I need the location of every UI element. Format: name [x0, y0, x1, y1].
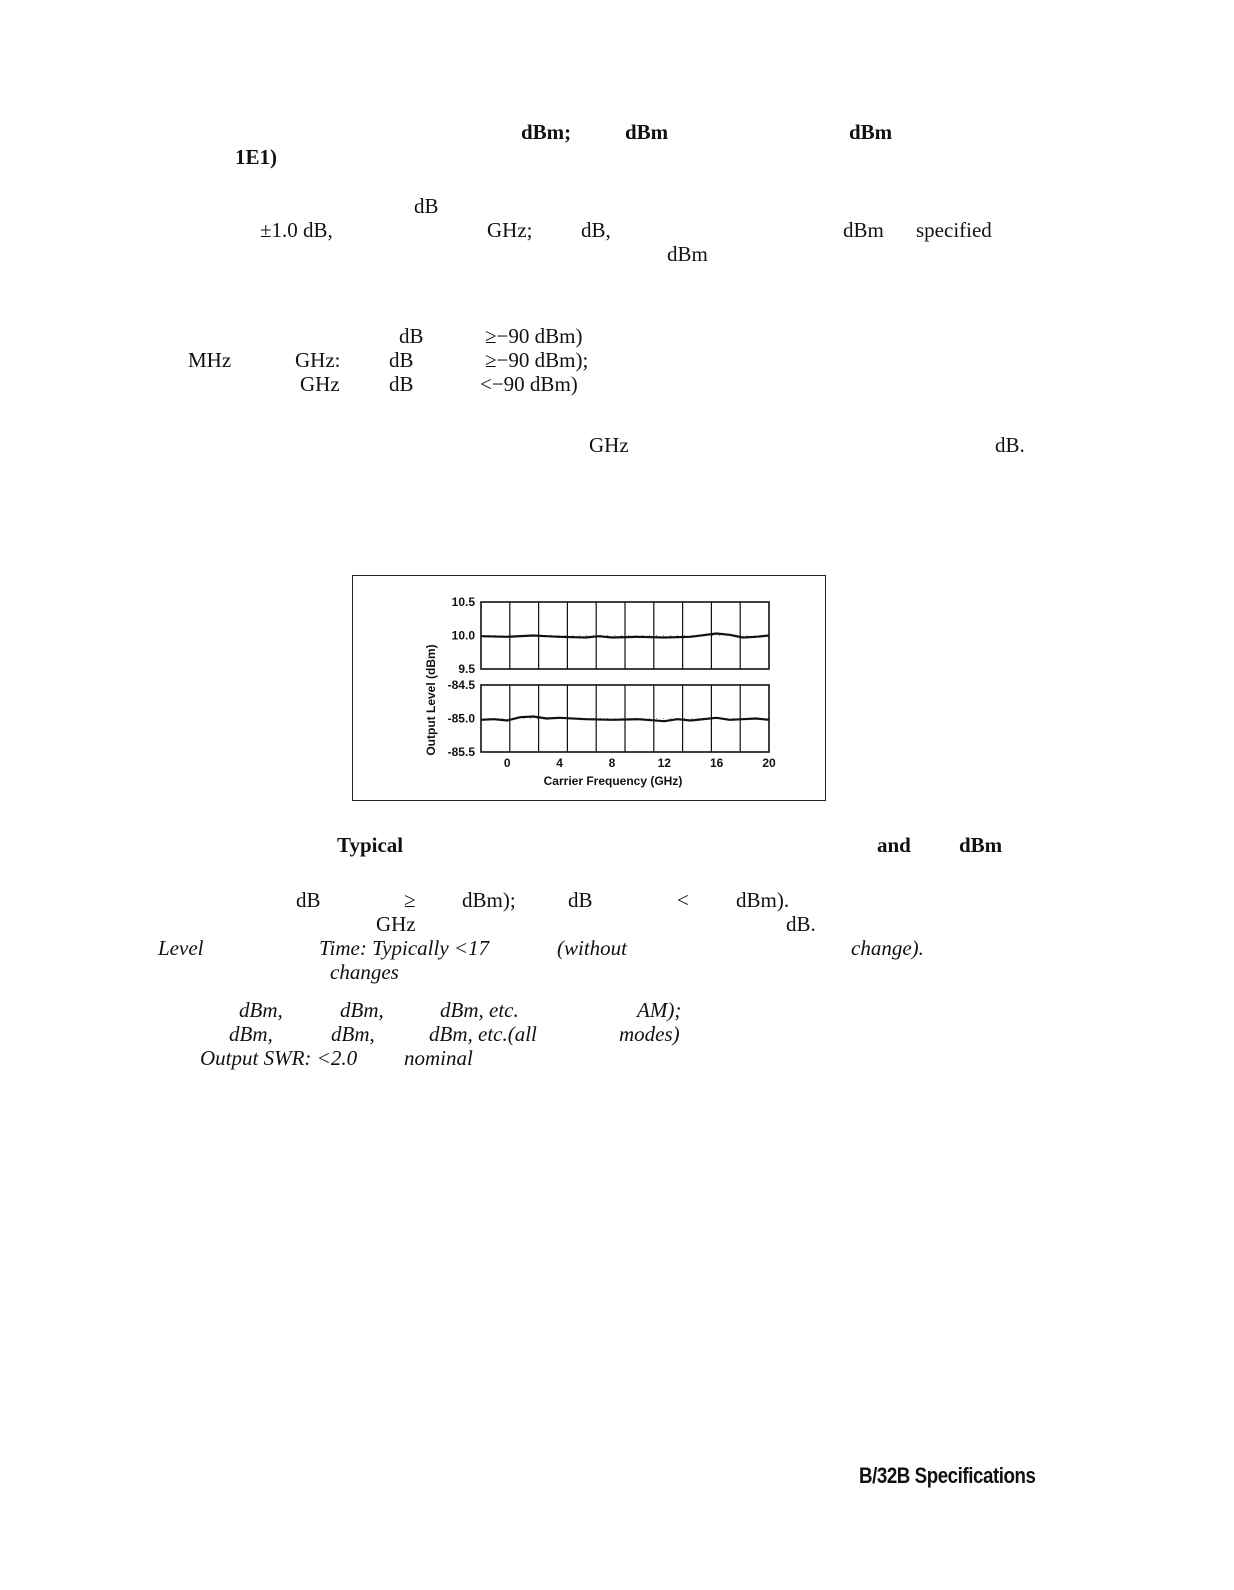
x-tick-label: 0 [504, 756, 511, 770]
text-fragment: dB [389, 372, 414, 396]
text-fragment: dB [414, 194, 439, 218]
text-fragment: modes) [619, 1022, 680, 1046]
x-tick-label: 8 [609, 756, 616, 770]
text-fragment: dBm, etc.(all [429, 1022, 537, 1046]
text-fragment: dBm [667, 242, 708, 266]
text-fragment: dBm, [340, 998, 384, 1022]
text-fragment: changes [330, 960, 399, 984]
text-fragment: and [877, 833, 911, 857]
text-fragment: Time: Typically <17 [319, 936, 490, 960]
text-fragment: Output SWR: <2.0 [200, 1046, 358, 1070]
text-fragment: <−90 dBm) [480, 372, 578, 396]
text-fragment: dBm; [521, 120, 572, 144]
text-fragment: GHz; [487, 218, 533, 242]
text-fragment: dB. [995, 433, 1025, 457]
text-fragment: change). [851, 936, 924, 960]
text-fragment: ≥−90 dBm) [485, 324, 583, 348]
text-fragment: GHz [589, 433, 629, 457]
text-fragment: dB [568, 888, 593, 912]
text-fragment: ≥−90 dBm); [485, 348, 589, 372]
text-fragment: GHz [376, 912, 416, 936]
text-fragment: Typical [337, 833, 404, 857]
text-fragment: dBm, [239, 998, 283, 1022]
output-level-chart: Output Level (dBm) Carrier Frequency (GH… [424, 595, 776, 788]
text-fragment: dB, [581, 218, 611, 242]
x-tick-label: 12 [658, 756, 672, 770]
text-fragment: specified [916, 218, 992, 242]
figure-frame: Output Level (dBm) Carrier Frequency (GH… [352, 575, 826, 801]
text-fragment: dBm [849, 120, 893, 144]
text-fragment: dBm, etc. [440, 998, 519, 1022]
text-fragment: nominal [404, 1046, 473, 1070]
text-fragment: ≥ [404, 888, 416, 912]
text-fragment: AM); [637, 998, 682, 1022]
y-tick-label: 10.0 [452, 629, 476, 643]
y-tick-label: -85.5 [448, 745, 476, 759]
text-fragment: ±1.0 dB, [260, 218, 333, 242]
text-fragment: MHz [188, 348, 232, 372]
text-fragment: dBm, [229, 1022, 273, 1046]
text-fragment: dBm [843, 218, 884, 242]
text-fragment: dBm [625, 120, 669, 144]
x-tick-label: 16 [710, 756, 724, 770]
text-fragment: dB [296, 888, 321, 912]
text-fragment: dB [399, 324, 424, 348]
y-tick-label: 9.5 [458, 662, 475, 676]
text-fragment: GHz [300, 372, 340, 396]
series-line-upper [480, 632, 770, 639]
text-fragment: dBm, [331, 1022, 375, 1046]
text-fragment: < [677, 888, 689, 912]
text-fragment: dBm [959, 833, 1003, 857]
y-axis-label: Output Level (dBm) [424, 644, 438, 755]
text-fragment: 1E1) [235, 145, 277, 169]
text-fragment: dBm); [462, 888, 516, 912]
series-line-lower [480, 715, 770, 723]
text-fragment: dBm). [736, 888, 790, 912]
text-fragment: dB [389, 348, 414, 372]
y-tick-label: -85.0 [448, 712, 476, 726]
text-fragment: GHz: [295, 348, 341, 372]
page-footer: B/32B Specifications [859, 1463, 1036, 1488]
text-fragment: (without [557, 936, 628, 960]
x-tick-label: 4 [556, 756, 563, 770]
x-tick-label: 20 [762, 756, 776, 770]
text-fragment: Level [158, 936, 204, 960]
text-fragment: dB. [786, 912, 816, 936]
y-tick-label: -84.5 [448, 678, 476, 692]
x-axis-label: Carrier Frequency (GHz) [544, 774, 683, 788]
y-tick-label: 10.5 [452, 595, 476, 609]
